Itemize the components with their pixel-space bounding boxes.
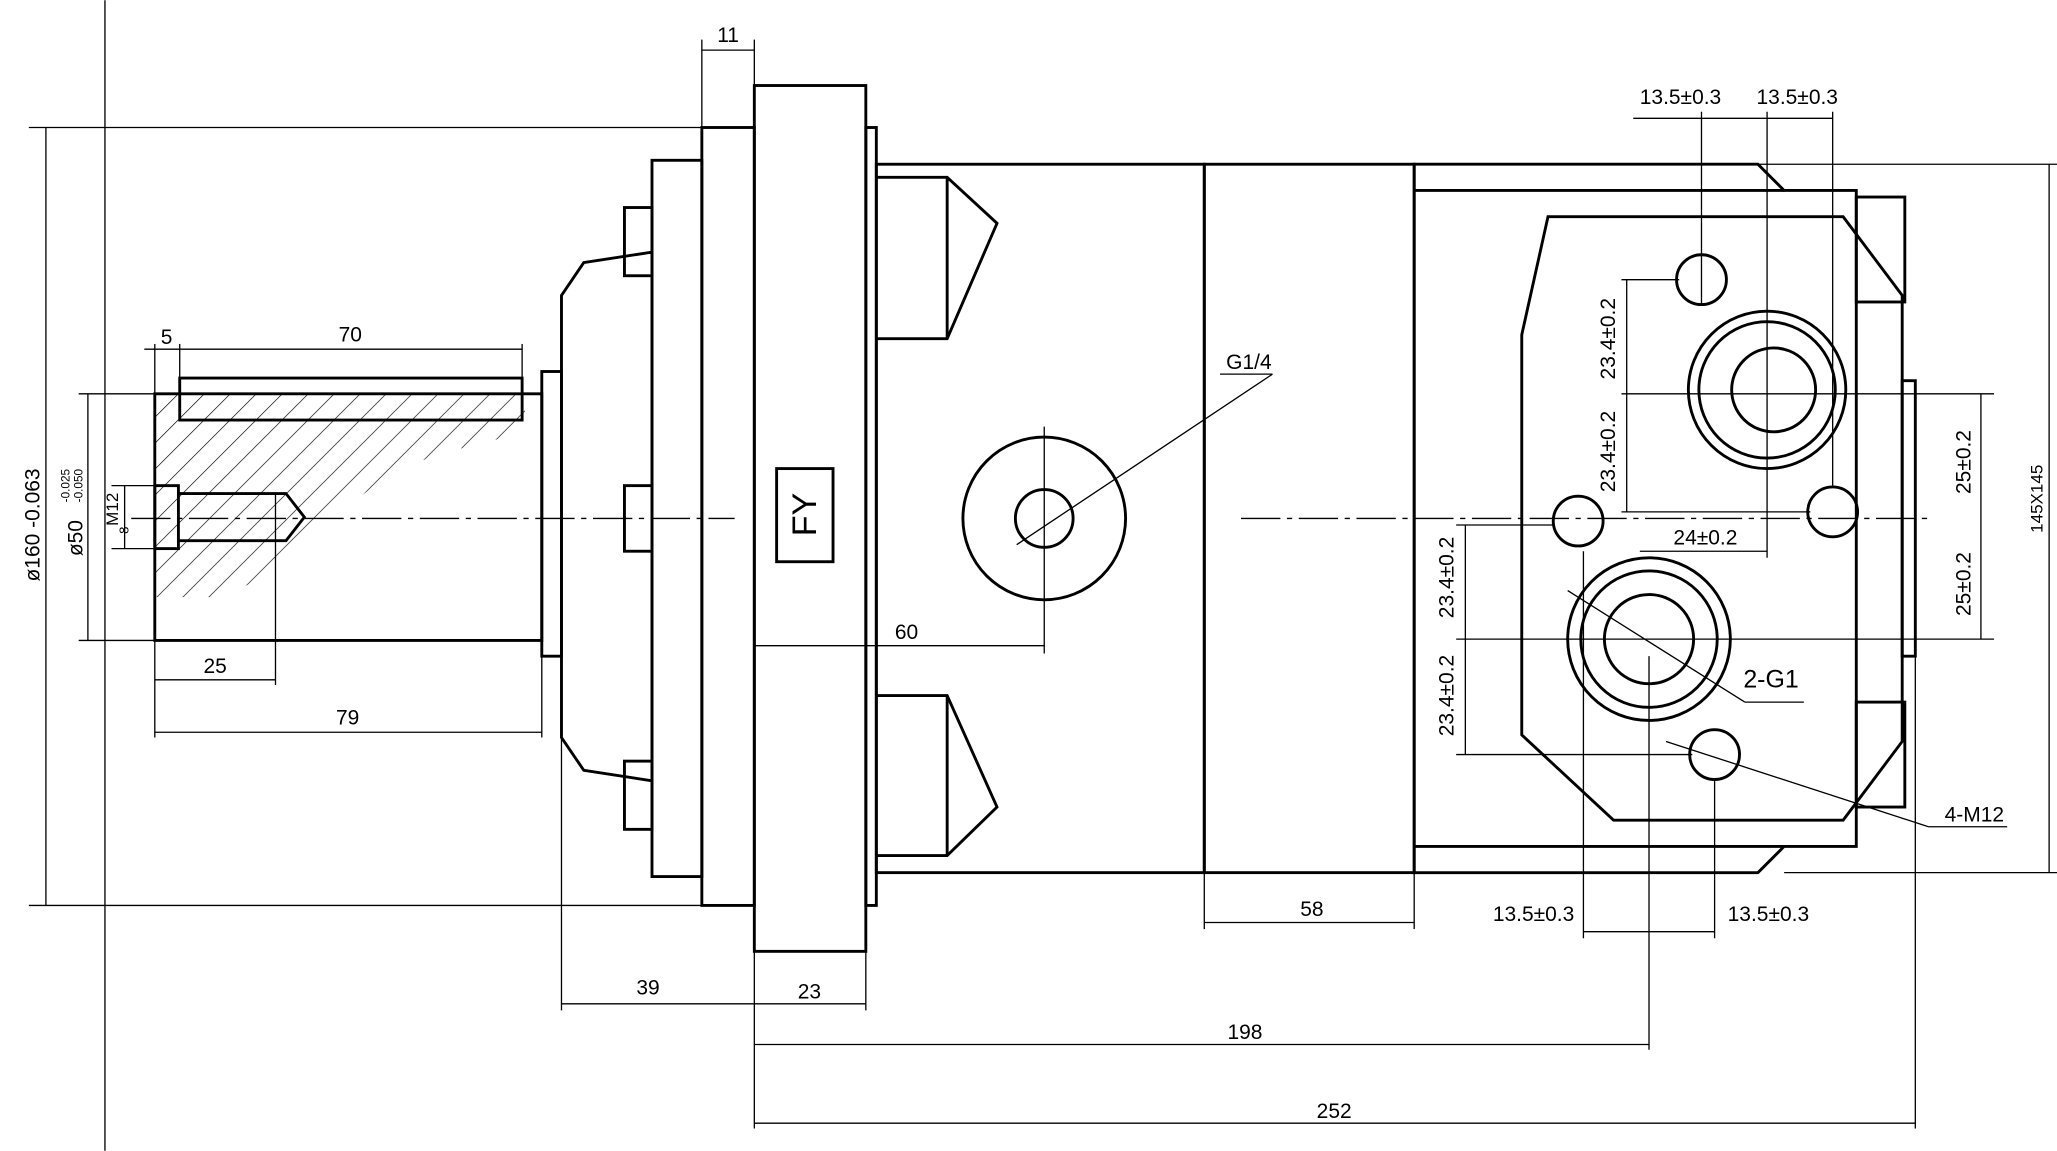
svg-text:25: 25: [203, 655, 226, 678]
svg-text:8: 8: [117, 527, 132, 534]
svg-text:13.5±0.3: 13.5±0.3: [1640, 86, 1721, 109]
extension-lines: [28, 0, 1929, 1151]
svg-text:FY: FY: [786, 493, 824, 537]
svg-text:-0.050: -0.050: [72, 468, 86, 502]
svg-text:13.5±0.3: 13.5±0.3: [1493, 903, 1574, 926]
svg-text:25±0.2: 25±0.2: [1952, 430, 1975, 494]
svg-text:198: 198: [1227, 1021, 1262, 1044]
dim-11: 11: [717, 24, 739, 47]
svg-text:60: 60: [895, 621, 918, 644]
svg-text:-0.025: -0.025: [59, 468, 73, 502]
svg-text:24±0.2: 24±0.2: [1673, 527, 1737, 550]
dimension-labels: 11 5 70 ø160 -0.063 ø50 -0.025 -0.050 M1…: [21, 24, 2046, 1123]
svg-text:13.5±0.3: 13.5±0.3: [1757, 86, 1838, 109]
svg-text:252: 252: [1317, 1100, 1352, 1123]
svg-text:2-G1: 2-G1: [1743, 666, 1798, 694]
svg-text:23.4±0.2: 23.4±0.2: [1436, 655, 1459, 736]
svg-text:23.4±0.2: 23.4±0.2: [1436, 537, 1459, 618]
svg-text:13.5±0.3: 13.5±0.3: [1728, 903, 1809, 926]
svg-text:145X145: 145X145: [2028, 465, 2047, 533]
logo-fy: FY: [775, 467, 835, 564]
svg-text:58: 58: [1300, 898, 1323, 921]
svg-text:39: 39: [636, 977, 659, 1000]
svg-text:G1/4: G1/4: [1226, 351, 1272, 374]
svg-text:4-M12: 4-M12: [1945, 803, 2004, 826]
dim-70: 70: [339, 323, 362, 346]
dim-5: 5: [161, 326, 173, 349]
dim-50: ø50: [65, 520, 88, 556]
dim-160: ø160 -0.063: [21, 468, 44, 581]
svg-text:23.4±0.2: 23.4±0.2: [1597, 411, 1620, 492]
svg-text:25±0.2: 25±0.2: [1952, 552, 1975, 616]
dimension-lines: [144, 39, 2057, 1129]
shaft: [153, 376, 544, 686]
svg-text:79: 79: [336, 706, 359, 729]
svg-text:23: 23: [798, 981, 821, 1004]
dim-m12: M12: [103, 493, 122, 526]
svg-text:23.4±0.2: 23.4±0.2: [1597, 298, 1620, 379]
